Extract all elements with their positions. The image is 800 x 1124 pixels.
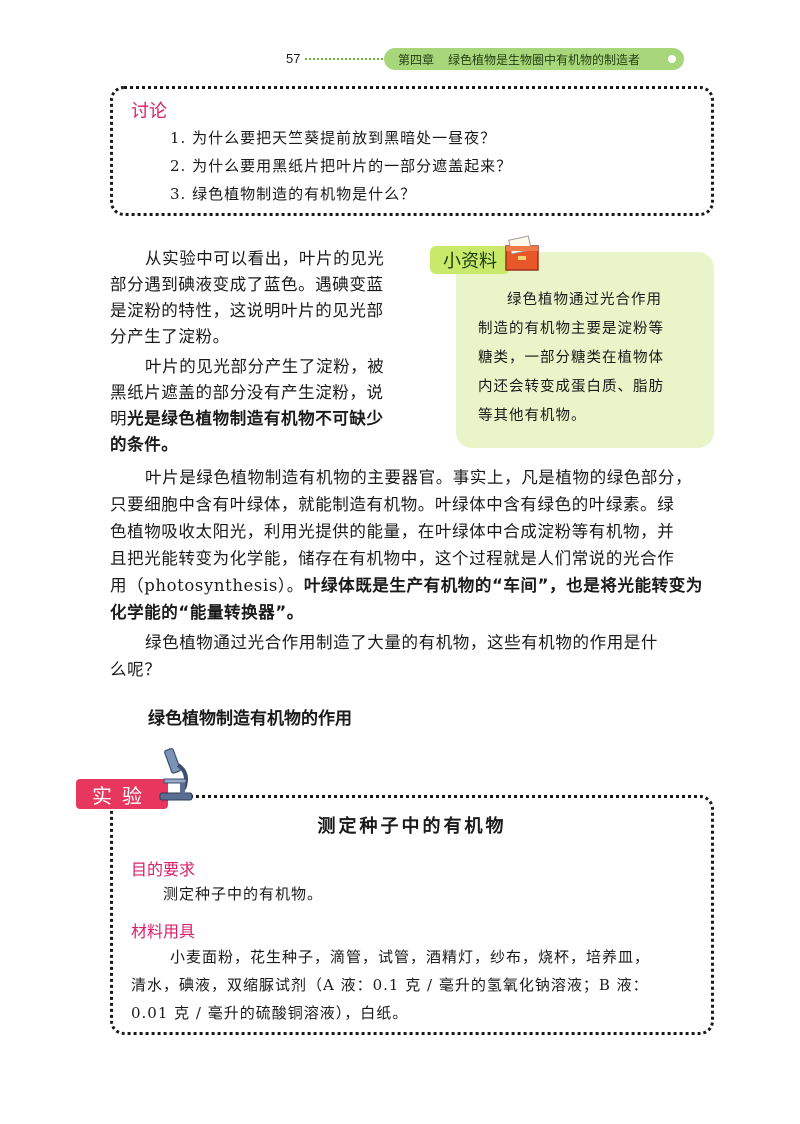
info-line: 制造的有机物主要是淀粉等 — [478, 321, 664, 337]
paragraph-line: 黑纸片遮盖的部分没有产生淀粉，说 — [110, 383, 384, 402]
info-line: 内还会转变成蛋白质、脂肪 — [478, 379, 664, 395]
experiment-title: 测定种子中的有机物 — [317, 816, 507, 837]
purpose-heading: 目的要求 — [131, 860, 196, 879]
header-dotted-leader — [305, 58, 383, 60]
info-sidebar-text: 绿色植物通过光合作用 制造的有机物主要是淀粉等 糖类，一部分糖类在植物体 内还会… — [478, 286, 700, 431]
purpose-text: 测定种子中的有机物。 — [163, 885, 324, 903]
page-number: 57 — [286, 51, 301, 66]
discussion-box — [110, 86, 714, 216]
experiment-box — [110, 795, 714, 1035]
paragraph-line: 且把光能转变为化学能，储存在有机物中，这个过程就是人们常说的光合作 — [110, 549, 675, 568]
section-heading: 绿色植物制造有机物的作用 — [148, 709, 352, 729]
paragraph-line: 分产生了淀粉。 — [110, 327, 230, 346]
materials-heading: 材料用具 — [131, 922, 196, 941]
microscope-icon — [159, 747, 193, 801]
info-line: 糖类，一部分糖类在植物体 — [478, 350, 664, 366]
paragraph-line: 用（photosynthesis）。叶绿体既是生产有机物的“车间”，也是将光能转… — [110, 573, 703, 599]
info-line: 等其他有机物。 — [478, 408, 587, 424]
discussion-question: 1. 为什么要把天竺葵提前放到黑暗处一昼夜？ — [170, 129, 497, 147]
header-bullet-dot — [668, 55, 676, 63]
key-conclusion-text: 光是绿色植物制造有机物不可缺少 — [127, 409, 384, 428]
chapter-header-bar: 第四章 绿色植物是生物圈中有机物的制造者 — [384, 48, 684, 70]
info-sidebar — [456, 252, 714, 448]
materials-line: 小麦面粉，花生种子，滴管，试管，酒精灯，纱布，烧杯，培养皿， — [170, 948, 651, 966]
file-box-icon — [505, 235, 539, 271]
paragraph-line: 叶片的见光部分产生了淀粉，被 — [145, 357, 385, 376]
paragraph-text: 用（photosynthesis）。 — [110, 576, 304, 595]
info-sidebar-tag: 小资料 — [430, 246, 510, 274]
discussion-question: 2. 为什么要用黑纸片把叶片的一部分遮盖起来？ — [170, 157, 513, 175]
paragraph-line: 部分遇到碘液变成了蓝色。遇碘变蓝 — [110, 275, 384, 294]
paragraph-line: 绿色植物通过光合作用制造了大量的有机物，这些有机物的作用是什 — [145, 633, 658, 652]
materials-line: 清水，碘液，双缩脲试剂（A 液：0.1 克 / 毫升的氢氧化钠溶液；B 液： — [131, 976, 649, 994]
materials-line: 0.01 克 / 毫升的硫酸铜溶液），白纸。 — [131, 1004, 409, 1022]
key-conclusion-text: 叶绿体既是生产有机物的“车间”，也是将光能转变为 — [303, 576, 703, 595]
paragraph-line: 是淀粉的特性，这说明叶片的见光部 — [110, 301, 384, 320]
chapter-label: 第四章 — [398, 52, 435, 67]
key-conclusion-text: 的条件。 — [110, 435, 179, 454]
experiment-tag: 实验 — [76, 779, 168, 809]
paragraph-line: 叶片是绿色植物制造有机物的主要器官。事实上，凡是植物的绿色部分， — [145, 468, 693, 487]
discussion-title: 讨论 — [131, 101, 167, 122]
chapter-title: 绿色植物是生物圈中有机物的制造者 — [448, 52, 641, 67]
paragraph-line: 明光是绿色植物制造有机物不可缺少 — [110, 406, 384, 432]
discussion-question: 3. 绿色植物制造的有机物是什么？ — [170, 185, 417, 203]
paragraph-text: 明 — [110, 409, 128, 428]
paragraph-line: 从实验中可以看出，叶片的见光 — [145, 249, 385, 268]
paragraph-line: 么呢？ — [110, 660, 162, 679]
key-conclusion-text: 化学能的“能量转换器”。 — [110, 603, 304, 622]
paragraph-line: 色植物吸收太阳光，利用光提供的能量，在叶绿体中合成淀粉等有机物，并 — [110, 522, 675, 541]
info-line: 绿色植物通过光合作用 — [507, 292, 662, 308]
paragraph-line: 只要细胞中含有叶绿体，就能制造有机物。叶绿体中含有绿色的叶绿素。绿 — [110, 495, 675, 514]
